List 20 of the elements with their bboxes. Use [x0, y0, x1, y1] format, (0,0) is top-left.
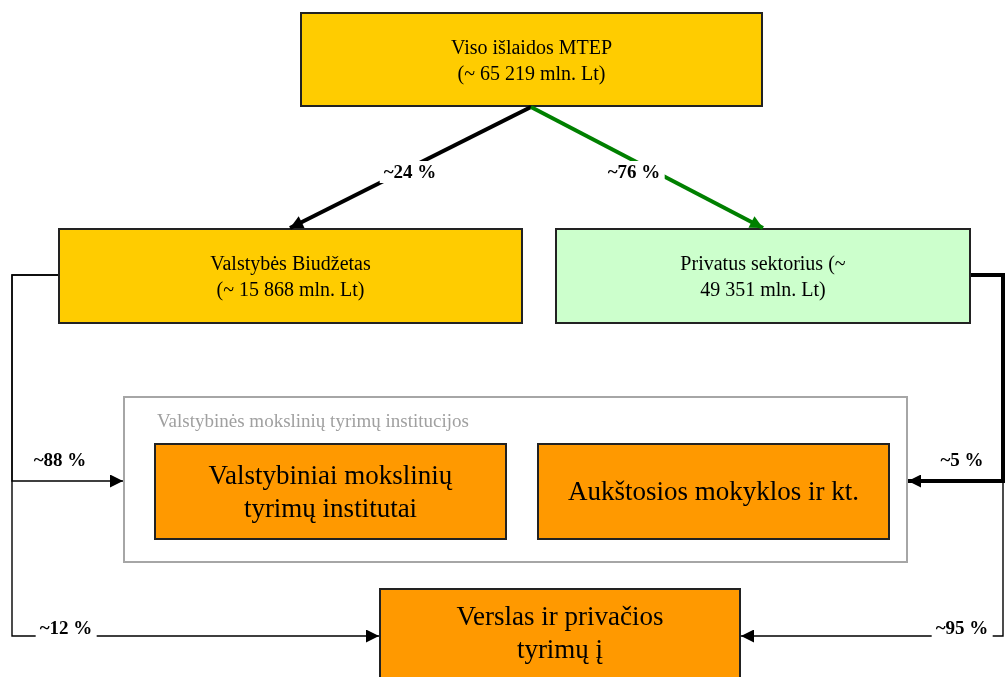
process-box	[379, 588, 741, 677]
arrow	[740, 274, 1004, 643]
box-text: Valstybės Biudžetas (~ 15 868 mln. Lt)	[209, 251, 372, 302]
box-text: Valstybiniai mokslinių tyrimų institutai	[207, 458, 454, 525]
box-text: Aukštosios mokyklos ir kt.	[567, 475, 860, 508]
process-box	[58, 228, 523, 324]
box-text: Viso išlaidos MTEP (~ 65 219 mln. Lt)	[449, 34, 613, 86]
edge-label: ~88 %	[32, 449, 88, 471]
arrow	[11, 274, 380, 643]
process-box	[537, 443, 890, 540]
edge-label: ~5 %	[939, 449, 985, 471]
group-title: Valstybinės mokslinių tyrimų institucijos	[156, 409, 470, 433]
process-box	[154, 443, 507, 540]
arrow	[530, 105, 764, 230]
process-box	[555, 228, 971, 324]
arrow	[908, 273, 1005, 488]
group-box	[123, 396, 908, 563]
box-text: Verslas ir privačios tyrimų į	[455, 600, 665, 666]
process-box	[300, 12, 763, 107]
box-text: Privatus sektorius (~ 49 351 mln. Lt)	[679, 251, 847, 302]
